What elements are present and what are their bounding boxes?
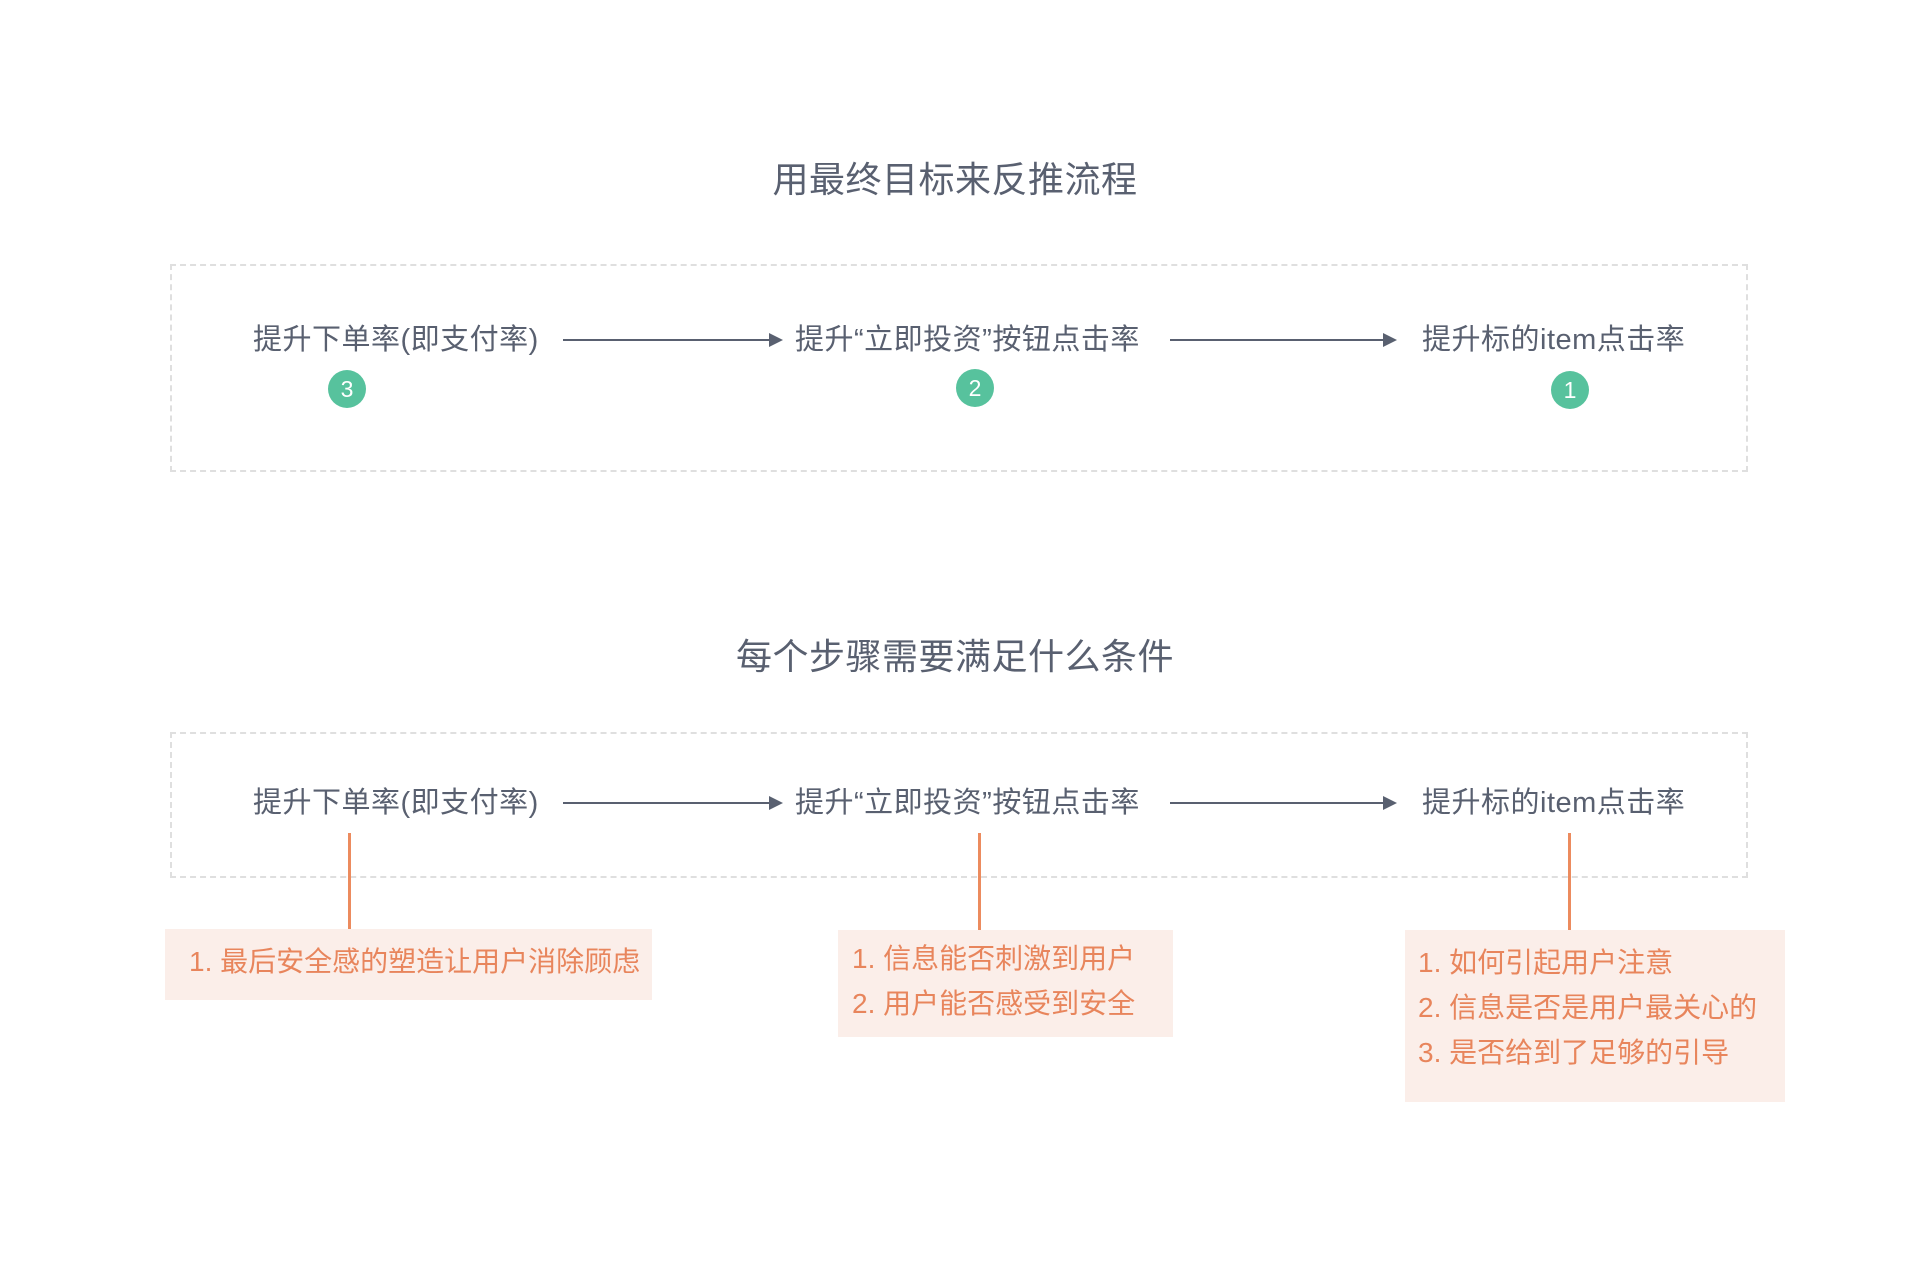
section2-flow-box <box>170 732 1748 878</box>
step-badge-1: 1 <box>1551 371 1589 409</box>
connector-line-node2 <box>978 833 981 930</box>
note-item: 1. 如何引起用户注意 <box>1418 947 1674 978</box>
flow2-node-item-click-rate: 提升标的item点击率 <box>1422 787 1686 819</box>
section2-title: 每个步骤需要满足什么条件 <box>735 636 1174 677</box>
flow1-node-order-rate: 提升下单率(即支付率) <box>253 324 539 356</box>
flow1-node-invest-button-rate: 提升“立即投资”按钮点击率 <box>795 324 1140 356</box>
flow2-node-order-rate: 提升下单率(即支付率) <box>253 787 539 819</box>
note-item: 2. 信息是否是用户最关心的 <box>1418 992 1758 1023</box>
connector-line-node3 <box>1568 833 1571 930</box>
arrowhead-icon <box>769 333 783 347</box>
flow1-node-item-click-rate: 提升标的item点击率 <box>1422 324 1686 356</box>
arrowhead-icon <box>1383 796 1397 810</box>
arrowhead-icon <box>769 796 783 810</box>
note-item: 2. 用户能否感受到安全 <box>852 988 1136 1019</box>
note-box-order-rate: 1. 最后安全感的塑造让用户消除顾虑 <box>165 929 652 1000</box>
flow1-arrow-1 <box>563 333 783 347</box>
connector-line-node1 <box>348 833 351 929</box>
step-badge-2: 2 <box>956 369 994 407</box>
section1-flow-box <box>170 264 1748 472</box>
step-badge-3: 3 <box>328 370 366 408</box>
note-item: 1. 最后安全感的塑造让用户消除顾虑 <box>189 946 641 977</box>
flow2-node-invest-button-rate: 提升“立即投资”按钮点击率 <box>795 787 1140 819</box>
note-box-invest-button: 1. 信息能否刺激到用户 2. 用户能否感受到安全 <box>838 930 1173 1037</box>
section1-title: 用最终目标来反推流程 <box>772 159 1138 200</box>
flow1-arrow-2 <box>1170 333 1397 347</box>
flow2-arrow-1 <box>563 796 783 810</box>
arrowhead-icon <box>1383 333 1397 347</box>
flow2-arrow-2 <box>1170 796 1397 810</box>
note-item: 1. 信息能否刺激到用户 <box>852 943 1136 974</box>
note-box-item-click: 1. 如何引起用户注意 2. 信息是否是用户最关心的 3. 是否给到了足够的引导 <box>1405 930 1785 1102</box>
note-item: 3. 是否给到了足够的引导 <box>1418 1037 1730 1068</box>
